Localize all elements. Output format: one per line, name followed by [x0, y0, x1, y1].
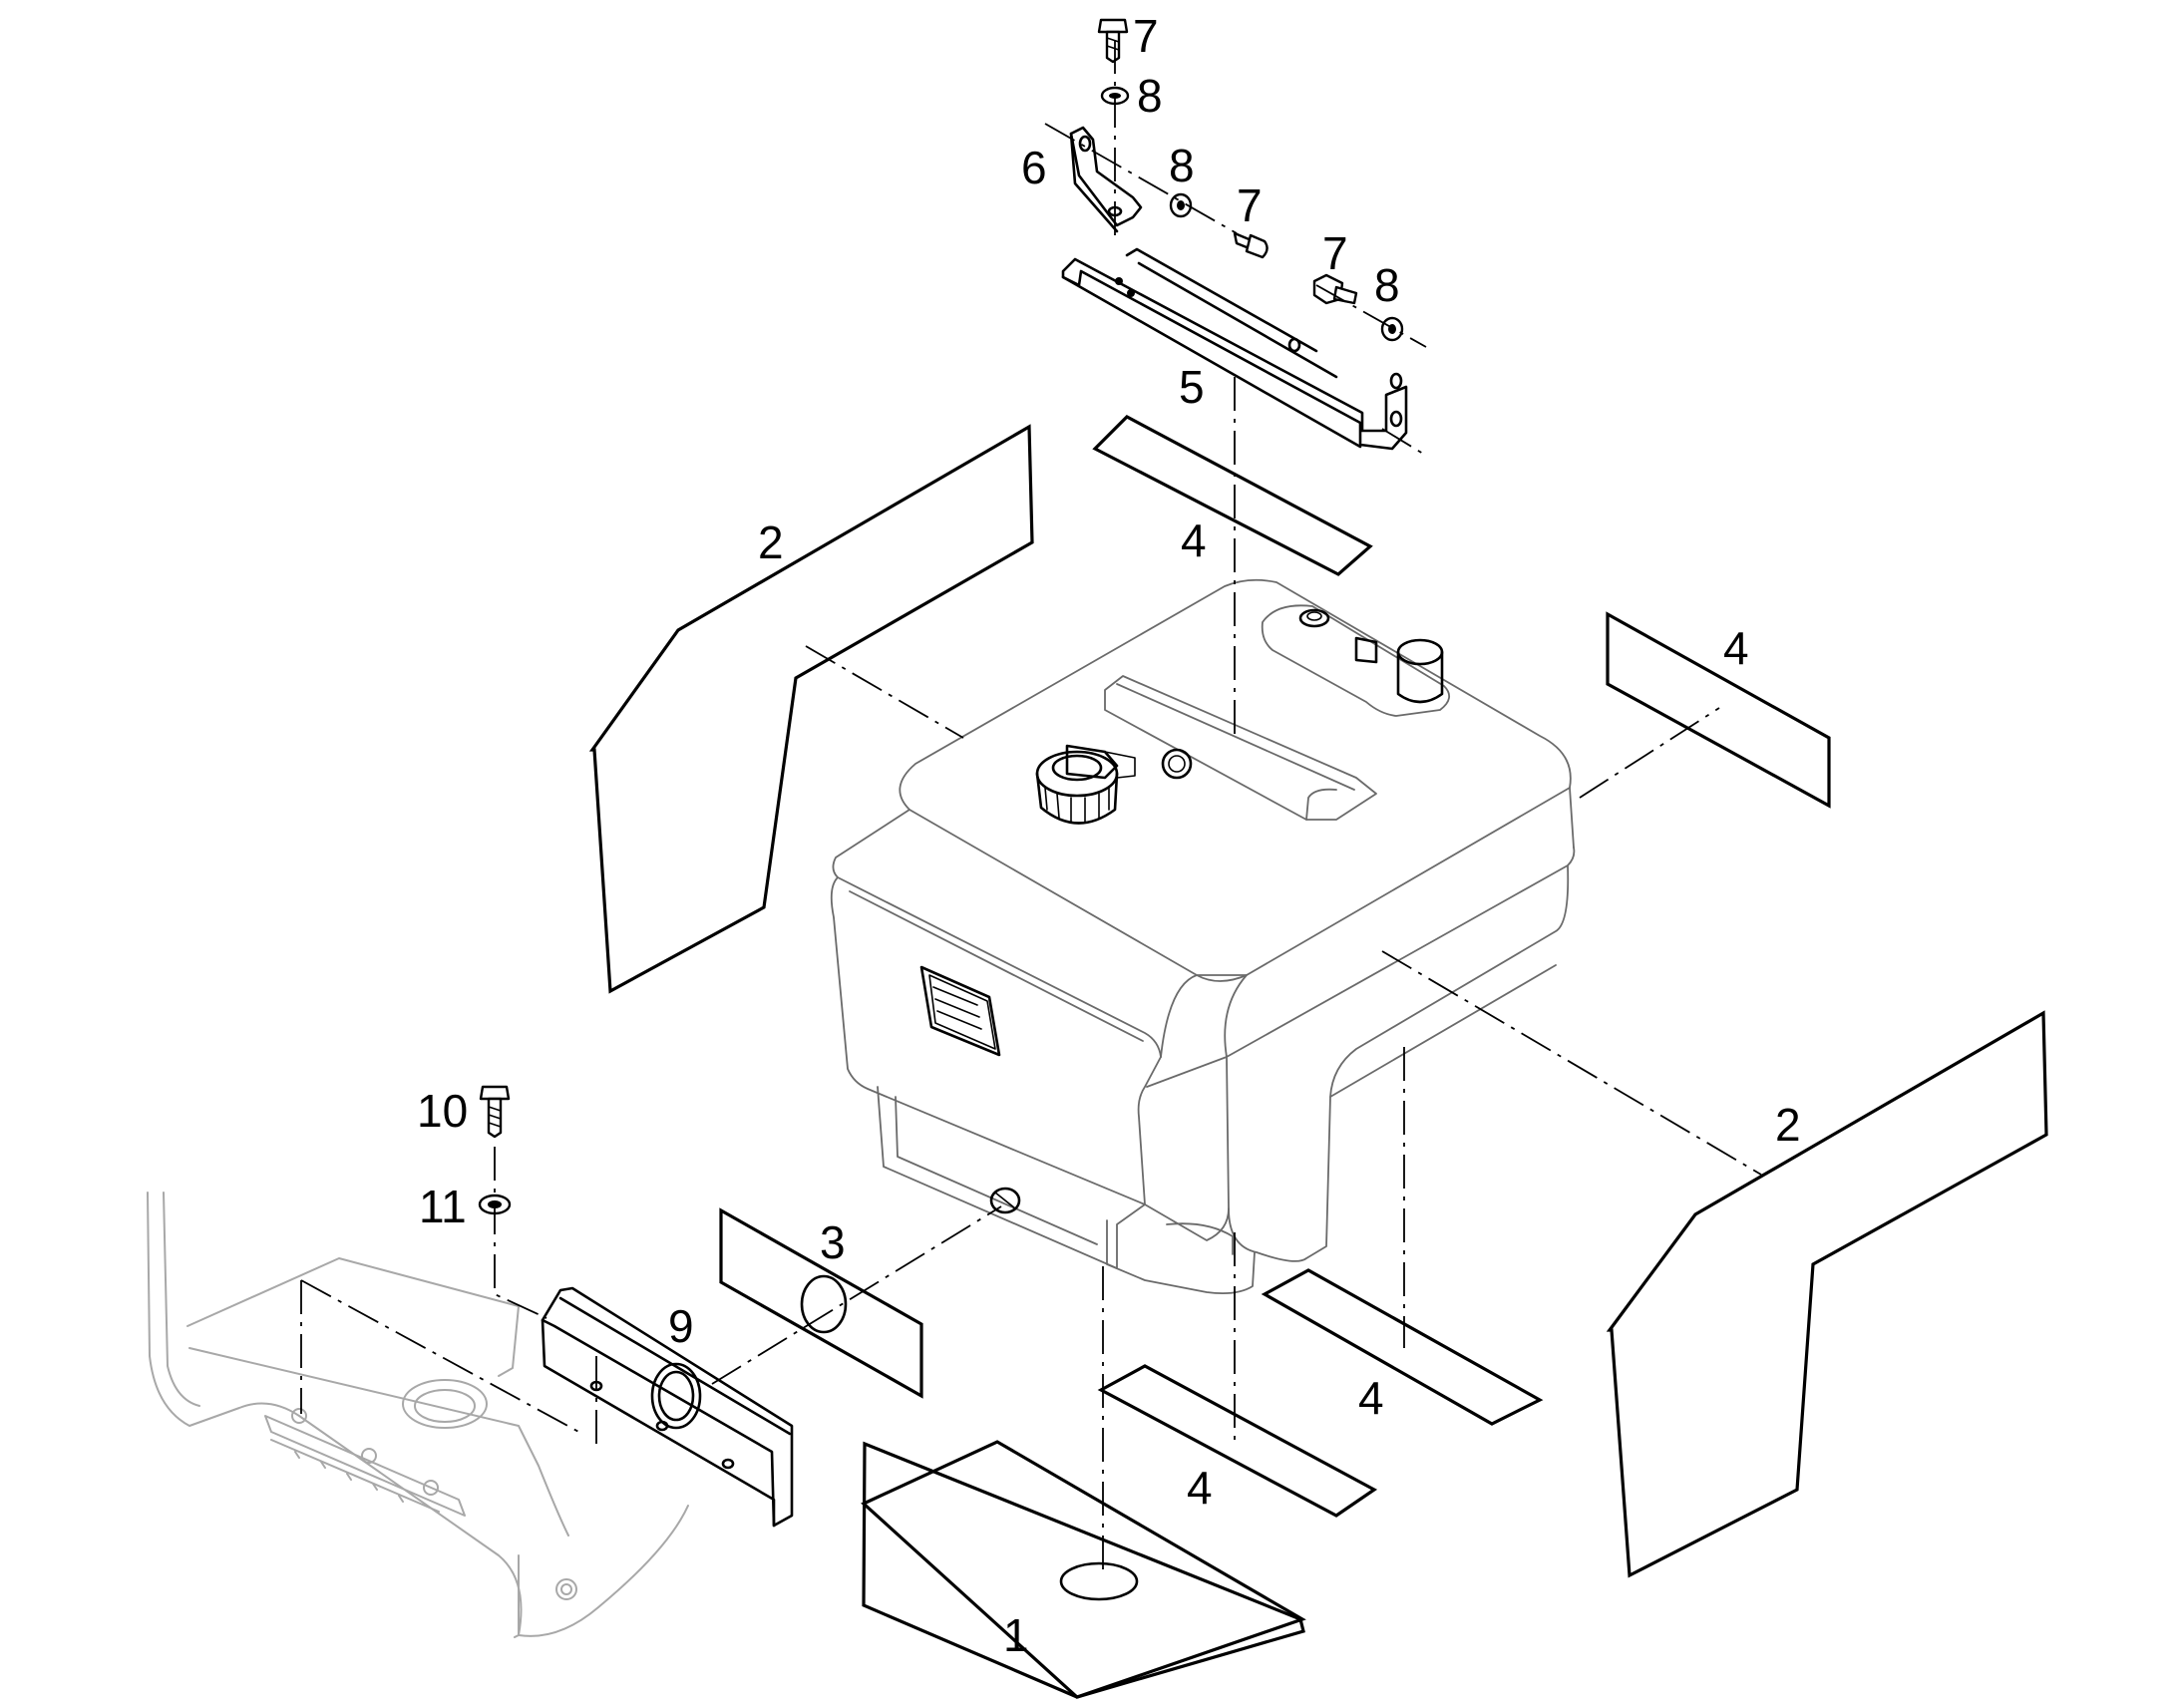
callout-labels: 1 2 2 3 4 4 4 4 5 6 7 7 7 8 8 8 9 10 11	[417, 10, 1801, 1661]
bracket-6	[1069, 126, 1143, 233]
bracket-5	[1061, 247, 1408, 451]
callout-9: 9	[668, 1300, 694, 1352]
pad-1	[862, 1441, 1305, 1699]
pad-4-top	[1092, 415, 1373, 576]
callout-10: 10	[417, 1085, 468, 1137]
center-lines	[300, 40, 1762, 1571]
fuel-tank	[830, 578, 1576, 1295]
pad-4-bottom-right	[1261, 1268, 1544, 1426]
callout-8-middle: 8	[1169, 140, 1195, 191]
machine-frame	[147, 1192, 689, 1638]
bolt-7-middle	[1233, 231, 1269, 259]
callout-7-right: 7	[1322, 227, 1348, 279]
bolt-10	[479, 1085, 511, 1139]
pad-3-hole	[800, 1274, 848, 1334]
callout-4-right: 4	[1723, 622, 1749, 674]
bracket-9	[541, 1286, 794, 1528]
sensor-flange	[1261, 604, 1450, 717]
callout-2-right: 2	[1775, 1099, 1801, 1151]
pad-2-left	[588, 424, 1034, 994]
callout-5: 5	[1179, 361, 1205, 413]
callout-8-right: 8	[1374, 259, 1400, 311]
callout-4-top: 4	[1181, 514, 1207, 566]
callout-8-top: 8	[1137, 70, 1163, 122]
hardware	[478, 18, 1404, 1215]
bolt-7-right	[1312, 273, 1358, 305]
nameplate	[919, 965, 1001, 1057]
pad-3	[719, 1207, 923, 1399]
drain-plug	[989, 1187, 1021, 1214]
pad-1-hole	[1059, 1561, 1139, 1601]
pad-4-right	[1606, 611, 1831, 809]
callout-4-bottom-middle: 4	[1187, 1462, 1213, 1514]
insulation-pads	[588, 415, 2048, 1699]
callout-11: 11	[419, 1181, 467, 1232]
pad-2-right	[1606, 1010, 2048, 1578]
callout-7-middle: 7	[1237, 179, 1263, 231]
pad-4-bottom-middle	[1097, 1364, 1378, 1518]
washer-8-middle	[1169, 192, 1193, 218]
filler-cap	[1035, 744, 1193, 825]
callout-3: 3	[820, 1216, 846, 1268]
callout-6: 6	[1021, 142, 1047, 193]
bolt-7-top	[1097, 18, 1129, 64]
callout-7-top: 7	[1133, 10, 1159, 62]
pad-1-outline	[861, 1440, 1306, 1699]
callout-4-bottom-right: 4	[1358, 1372, 1384, 1424]
callout-1: 1	[1003, 1609, 1029, 1661]
callout-2-left: 2	[758, 516, 784, 568]
washer-8-right	[1380, 316, 1404, 342]
